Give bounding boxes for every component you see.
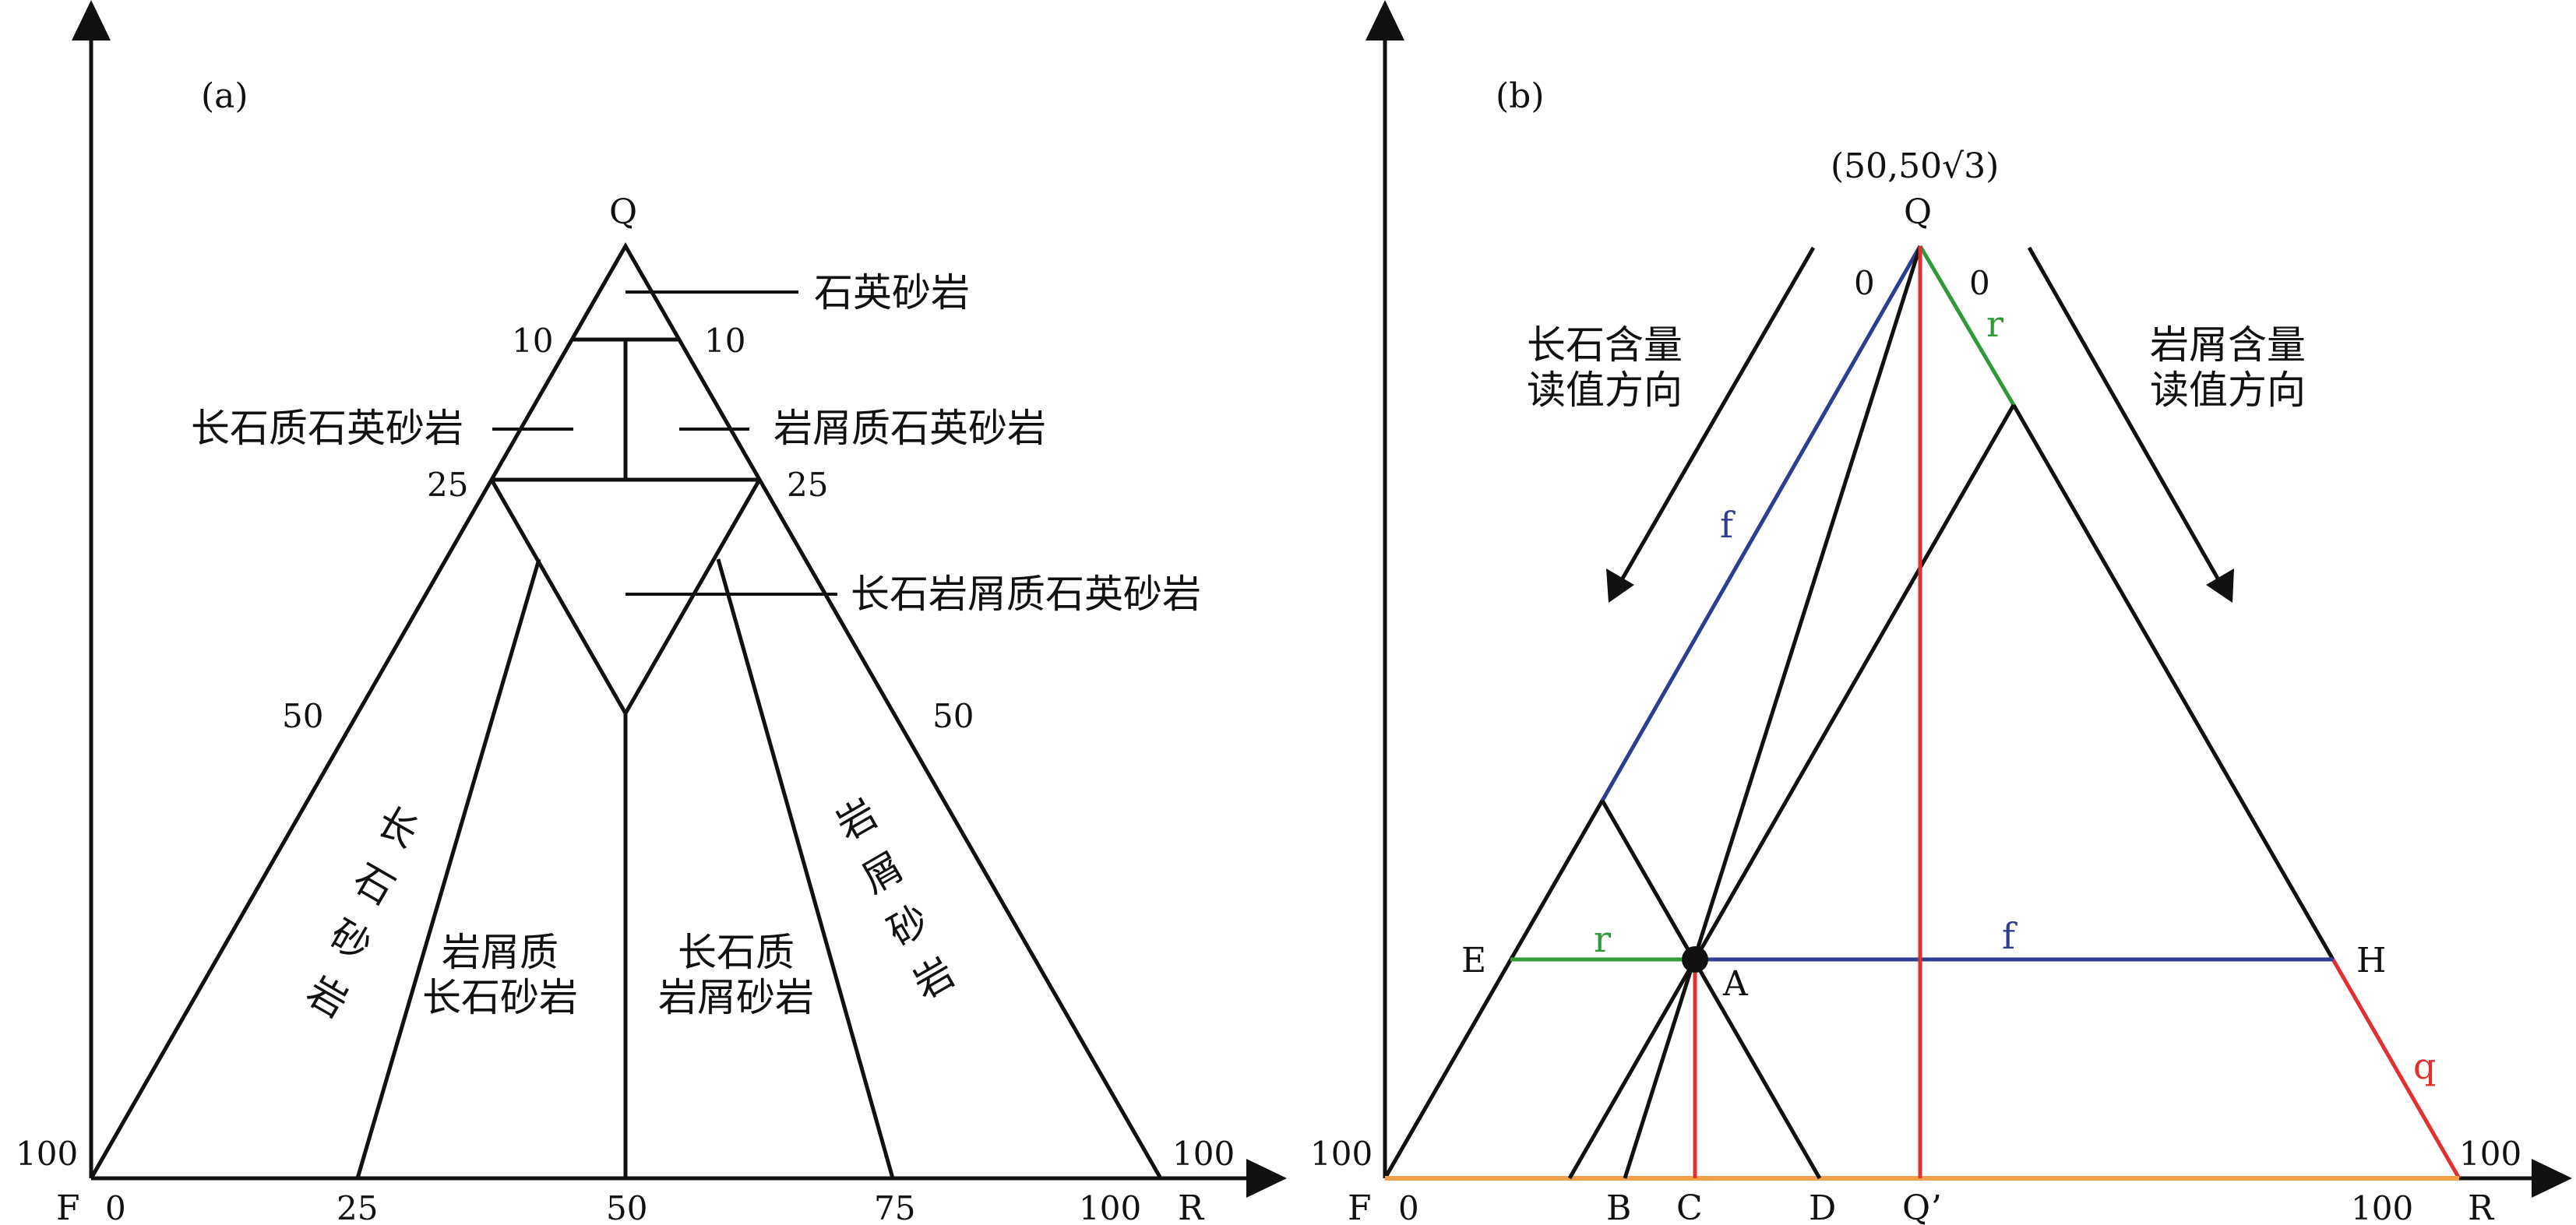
panel-b-segment-r-top: r bbox=[1986, 303, 2003, 345]
panel-b-edge-qr-mid bbox=[2011, 403, 2335, 961]
panel-b-apex-coordinate-suffix: ) bbox=[1986, 146, 1999, 186]
panel-a-inverted-triangle bbox=[489, 478, 762, 718]
panel-a-right-tick-25: 25 bbox=[787, 466, 828, 504]
panel-a-zone-lithic-arkose-1: 岩屑质 bbox=[442, 930, 559, 975]
panel-b-feldspar-direction-1: 长石含量 bbox=[1527, 322, 1683, 368]
panel-a-vertex-r: R bbox=[1178, 1188, 1205, 1225]
panel-b-segment-f-mid: f bbox=[2002, 915, 2017, 957]
panel-a-label: (a) bbox=[201, 76, 248, 116]
panel-b-edge-qr-upper bbox=[1918, 245, 2016, 407]
panel-b-segment-q-right: q bbox=[2413, 1045, 2436, 1087]
panel-a-zone-quartz-sandstone: 石英砂岩 bbox=[814, 270, 970, 315]
panel-b-feldspar-arrow bbox=[1618, 246, 1816, 584]
panel-b-vertex-q: Q bbox=[1904, 192, 1932, 232]
panel-a-base-tick-75: 75 bbox=[874, 1189, 915, 1225]
panel-b-edge-fq-upper bbox=[1600, 245, 1922, 802]
panel-a-left-tick-10: 10 bbox=[512, 322, 553, 360]
panel-a-x-axis-arrow-icon bbox=[1246, 1159, 1287, 1198]
panel-b-apex-coordinate: (50,50√3) bbox=[1831, 146, 1999, 186]
panel-b-lithic-arrow-icon bbox=[2206, 568, 2234, 603]
panel-a-zone-feldspar-lithic-quartz-sandstone: 长石岩屑质石英砂岩 bbox=[851, 572, 1201, 617]
panel-b-x-axis-arrow-icon bbox=[2532, 1159, 2572, 1198]
panel-a-triangle bbox=[89, 241, 1163, 1180]
panel-a-base-tick-0: 0 bbox=[105, 1189, 126, 1225]
panel-a-zone-lithic-arkose-2: 长石砂岩 bbox=[422, 975, 578, 1020]
panel-a-y-axis-arrow-icon bbox=[72, 0, 111, 40]
panel-b-line-b-mid bbox=[1567, 403, 2016, 1180]
panel-a-zone-litharenite-3: 砂 bbox=[880, 896, 936, 955]
panel-b-apex-coordinate-sqrt: √3 bbox=[1942, 146, 1986, 186]
panel-a-zone-arkose-3: 砂 bbox=[322, 911, 379, 970]
panel-a-line-litharenite bbox=[716, 558, 895, 1179]
panel-b-vertex-f: F bbox=[1348, 1188, 1372, 1225]
panel-a: (a) Q F R 0 25 50 75 100 10 25 50 100 10… bbox=[16, 0, 1287, 1225]
panel-b-base-hundred: 100 bbox=[2351, 1189, 2413, 1225]
panel-b-point-b-label: B bbox=[1606, 1188, 1631, 1225]
panel-a-zone-feldspathic-litharenite-2: 岩屑砂岩 bbox=[658, 975, 814, 1020]
panel-a-zone-arkose-4: 岩 bbox=[299, 968, 355, 1026]
panel-b-base-zero: 0 bbox=[1398, 1189, 1419, 1225]
panel-b-lithic-direction-1: 岩屑含量 bbox=[2150, 322, 2306, 368]
panel-a-vertex-q: Q bbox=[609, 192, 637, 232]
panel-b-point-c-label: C bbox=[1676, 1188, 1703, 1225]
panel-b-lithic-direction-2: 读值方向 bbox=[2150, 368, 2306, 413]
panel-b-zero-right: 0 bbox=[1969, 264, 1990, 302]
panel-a-right-tick-100: 100 bbox=[1172, 1135, 1235, 1173]
panel-a-zone-lithic-quartz-sandstone: 岩屑质石英砂岩 bbox=[774, 406, 1046, 451]
panel-b-edge-qr-lower bbox=[2331, 958, 2461, 1180]
panel-b-right-hundred: 100 bbox=[2459, 1135, 2521, 1173]
panel-a-zone-arkose-1: 长 bbox=[369, 798, 425, 857]
panel-a-left-tick-25: 25 bbox=[427, 466, 468, 504]
panel-b-feldspar-direction-2: 读值方向 bbox=[1527, 368, 1683, 413]
panel-a-base-tick-25: 25 bbox=[337, 1189, 378, 1225]
panel-a-left-tick-100: 100 bbox=[16, 1135, 78, 1173]
panel-a-zone-litharenite-2: 屑 bbox=[855, 843, 911, 902]
panel-b-left-hundred: 100 bbox=[1310, 1135, 1373, 1173]
panel-b-point-a bbox=[1682, 946, 1708, 973]
panel-a-zone-litharenite-1: 岩 bbox=[829, 790, 885, 849]
panel-a-zone-feldspathic-quartz-sandstone: 长石质石英砂岩 bbox=[191, 406, 463, 451]
panel-b-apex-coordinate-prefix: (50,50 bbox=[1831, 146, 1942, 186]
panel-b: (b) (50,50√3) Q F R Q’ 0 0 0 100 100 100… bbox=[1310, 0, 2572, 1225]
panel-b-feldspar-arrow-icon bbox=[1606, 568, 1634, 603]
panel-b-segment-r-mid: r bbox=[1594, 918, 1611, 960]
panel-b-label: (b) bbox=[1496, 76, 1545, 116]
panel-b-point-a-label: A bbox=[1722, 964, 1749, 1004]
panel-b-vertex-q-prime: Q’ bbox=[1902, 1188, 1942, 1225]
panel-b-lithic-arrow bbox=[2027, 246, 2222, 584]
panel-b-y-axis-arrow-icon bbox=[1366, 0, 1404, 40]
panel-a-zone-litharenite-4: 岩 bbox=[906, 949, 962, 1008]
panel-a-vertex-f: F bbox=[56, 1188, 80, 1225]
panel-b-point-d-label: D bbox=[1809, 1188, 1836, 1225]
panel-b-zero-left: 0 bbox=[1854, 264, 1875, 302]
panel-b-vertex-r: R bbox=[2468, 1188, 2495, 1225]
panel-b-point-h-label: H bbox=[2356, 941, 2386, 980]
panel-a-zone-arkose-2: 石 bbox=[346, 855, 402, 913]
panel-b-edge-fq-lower bbox=[1383, 799, 1605, 1180]
panel-a-left-tick-50: 50 bbox=[282, 697, 323, 735]
panel-a-right-tick-50: 50 bbox=[932, 697, 974, 735]
panel-b-point-e-label: E bbox=[1461, 941, 1486, 980]
panel-a-line-lithic-arkose bbox=[355, 558, 541, 1179]
panel-b-line-ad bbox=[1600, 799, 1822, 1180]
panel-a-base-tick-100: 100 bbox=[1079, 1189, 1141, 1225]
panel-a-base-tick-50: 50 bbox=[606, 1189, 647, 1225]
panel-a-right-tick-10: 10 bbox=[704, 322, 745, 360]
panel-a-zone-feldspathic-litharenite-1: 长石质 bbox=[678, 930, 795, 975]
panel-b-line-qb bbox=[1623, 245, 1922, 1179]
panel-b-segment-f-left: f bbox=[1720, 504, 1736, 546]
